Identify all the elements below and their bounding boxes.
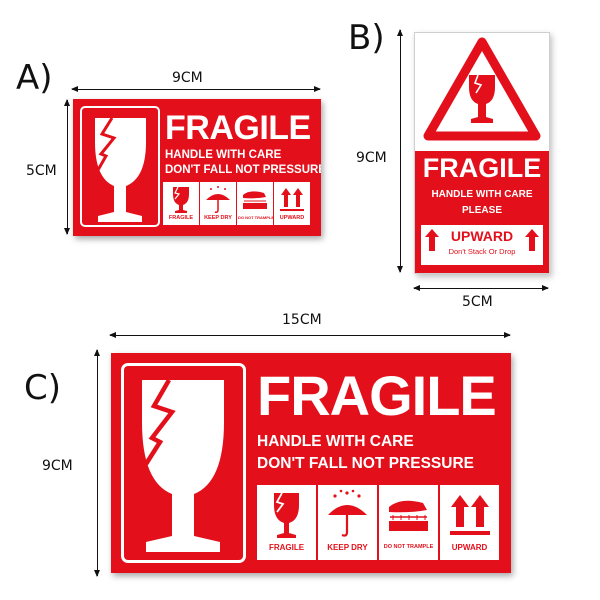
label-c-icon-upward: UPWARD	[440, 485, 499, 560]
label-a-icon-upward-caption: UPWARD	[279, 215, 305, 221]
broken-glass-icon	[142, 378, 224, 552]
upward-arrows-icon	[280, 188, 304, 211]
label-c-letter: C)	[24, 368, 62, 408]
umbrella-rain-icon	[206, 186, 230, 213]
label-c-icon-upward-caption: UPWARD	[451, 543, 488, 552]
label-b-upward-text: UPWARD	[450, 228, 514, 244]
label-b: FRAGILE HANDLE WITH CARE PLEASE UPWARD D…	[414, 32, 550, 274]
label-a-icon-upward: UPWARD	[274, 182, 310, 225]
label-c-line2: DON'T FALL NOT PRESSURE	[257, 455, 474, 472]
broken-glass-icon	[173, 186, 189, 213]
label-b-line2: PLEASE	[461, 205, 502, 216]
label-c-title: FRAGILE	[257, 364, 497, 427]
label-c-icon-fragile: FRAGILE	[257, 485, 316, 560]
label-c-height-line	[94, 349, 100, 577]
label-b-width-line	[413, 285, 549, 291]
label-b-warning-triangle	[423, 37, 541, 141]
label-b-height-line	[397, 29, 403, 273]
label-a-line2: DON'T FALL NOT PRESSURE	[165, 164, 321, 176]
label-b-title: FRAGILE	[422, 153, 542, 183]
label-b-height-text: 9CM	[356, 150, 387, 166]
label-a-icon-fragile-caption: FRAGILE	[168, 215, 194, 221]
label-c-line1: HANDLE WITH CARE	[257, 433, 414, 450]
label-b-letter: B)	[348, 18, 385, 58]
label-c-icon-fragile-caption: FRAGILE	[268, 543, 305, 552]
label-a-width-text: 9CM	[172, 70, 203, 86]
label-a-width-line	[71, 86, 321, 92]
label-c-width-text: 15CM	[282, 312, 322, 328]
up-arrow-icon	[425, 229, 439, 251]
label-c-width-line	[109, 332, 511, 338]
label-a: FRAGILE HANDLE WITH CARE DON'T FALL NOT …	[73, 99, 321, 236]
label-c-icon-do-not-trample-caption: DO NOT TRAMPLE	[383, 544, 434, 550]
label-b-upward-box: UPWARD Don't Stack Or Drop	[421, 225, 543, 265]
label-a-line1: HANDLE WITH CARE	[165, 149, 282, 161]
label-c-glass-panel	[121, 363, 246, 563]
label-a-icon-keep-dry-caption: KEEP DRY	[204, 215, 232, 221]
label-a-icon-do-not-trample: DO NOT TRAMPLE	[237, 182, 274, 225]
label-a-icon-keep-dry: KEEP DRY	[200, 182, 236, 225]
do-not-trample-icon	[243, 191, 267, 209]
label-a-icon-fragile: FRAGILE	[163, 182, 199, 225]
label-c-icon-keep-dry-caption: KEEP DRY	[327, 543, 368, 552]
label-a-height-text: 5CM	[26, 163, 57, 179]
label-c-icon-do-not-trample: DO NOT TRAMPLE	[379, 485, 438, 560]
label-c: FRAGILE HANDLE WITH CARE DON'T FALL NOT …	[111, 353, 511, 573]
broken-glass-icon	[274, 492, 299, 538]
label-a-letter: A)	[16, 58, 53, 98]
label-b-width-text: 5CM	[462, 294, 493, 310]
label-a-title: FRAGILE	[165, 109, 311, 147]
label-b-line1: HANDLE WITH CARE	[431, 189, 533, 200]
label-b-red-panel: FRAGILE HANDLE WITH CARE PLEASE UPWARD D…	[415, 151, 549, 273]
label-a-icon-do-not-trample-caption: DO NOT TRAMPLE	[238, 215, 274, 220]
label-a-height-line	[64, 99, 70, 235]
label-c-height-text: 9CM	[42, 458, 73, 474]
upward-arrows-icon	[450, 495, 490, 535]
label-a-glass-panel	[80, 106, 160, 227]
umbrella-rain-icon	[328, 489, 367, 537]
broken-glass-icon	[95, 117, 146, 222]
label-c-icon-keep-dry: KEEP DRY	[318, 485, 377, 560]
do-not-trample-icon	[389, 500, 428, 531]
up-arrow-icon	[525, 229, 539, 251]
label-b-upward-subtext: Don't Stack Or Drop	[448, 247, 516, 256]
